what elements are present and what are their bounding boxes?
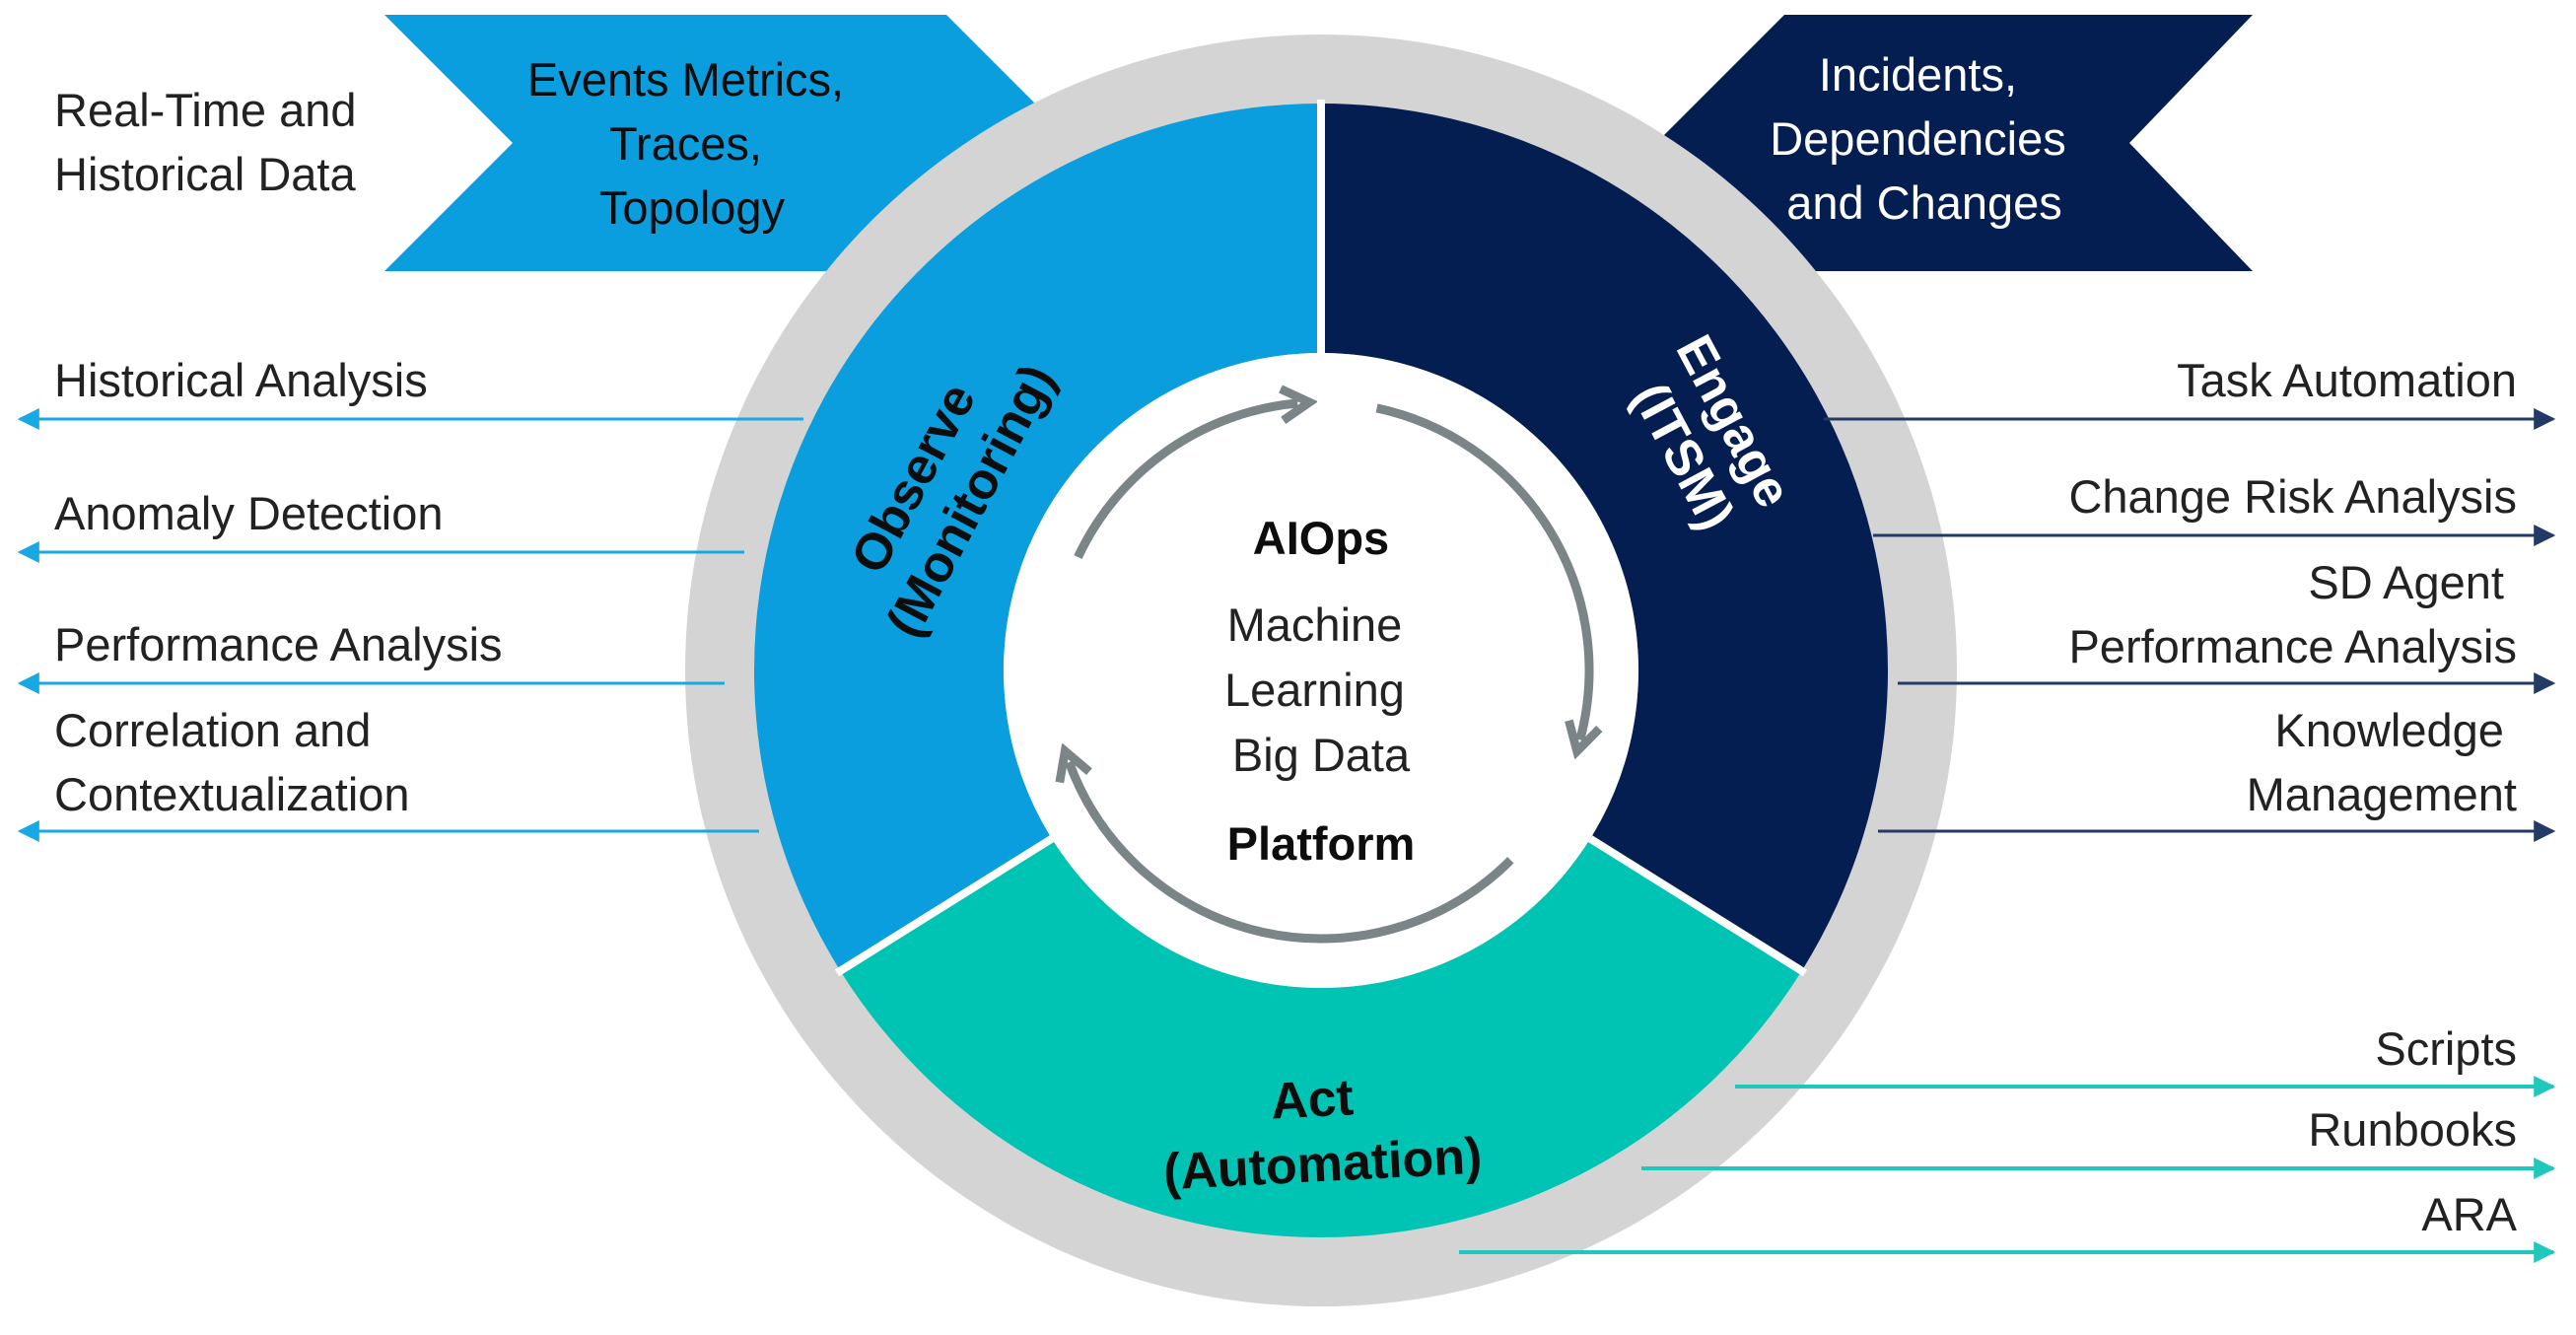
act-output-label: Runbooks — [2308, 1103, 2517, 1156]
banner-right-text: Incidents, Dependencies and Changes — [1770, 48, 2079, 229]
right-output-label: Change Risk Analysis — [2068, 470, 2517, 523]
core-line: Machine — [1227, 598, 1403, 651]
right-output-line: Management — [2247, 768, 2517, 820]
separator-left — [834, 835, 1055, 977]
left-output-line: Anomaly Detection — [54, 487, 443, 539]
act-title: Act — [1270, 1069, 1356, 1130]
act-output-label: Scripts — [2375, 1022, 2517, 1075]
cycle-arrow-bottom — [1069, 762, 1514, 944]
realtime-historical-label: Real-Time and Historical Data — [54, 84, 370, 200]
banner-left-line: Events Metrics, — [527, 53, 844, 105]
act-output-line: Runbooks — [2308, 1103, 2517, 1156]
act-output-line: Scripts — [2375, 1022, 2517, 1075]
right-outputs: Task Automation Change Risk Analysis SD … — [1824, 354, 2556, 842]
left-output-line: Performance Analysis — [54, 618, 503, 670]
banner-right-line: Incidents, — [1819, 48, 2017, 101]
right-output-line: SD Agent — [2308, 556, 2504, 608]
core-line: Learning — [1224, 664, 1405, 716]
banner-left-line: Topology — [599, 181, 786, 234]
banner-right-line: Dependencies — [1770, 112, 2066, 165]
act-output-label: ARA — [2421, 1188, 2517, 1240]
core-footer: Platform — [1227, 817, 1416, 870]
left-output-label: Correlation and Contextualization — [54, 704, 410, 820]
banner-left-line: Traces, — [609, 117, 762, 170]
right-output-label: Task Automation — [2177, 354, 2517, 406]
left-output-line: Contextualization — [54, 768, 410, 820]
left-output-line: Correlation and — [54, 704, 371, 756]
act-output-line: ARA — [2421, 1188, 2517, 1240]
separator-right — [1587, 835, 1808, 977]
cycle-arrow-right — [1375, 403, 1589, 739]
core-circle — [1004, 353, 1638, 988]
core-line: Big Data — [1232, 729, 1411, 781]
segment-act[interactable] — [840, 838, 1802, 1237]
banner-right-line: and Changes — [1786, 176, 2062, 229]
right-output-label: Knowledge Management — [2247, 704, 2517, 820]
core-body: Machine Learning Big Data — [1224, 598, 1418, 781]
banner-right-shape — [1656, 15, 2253, 271]
left-output-label: Anomaly Detection — [54, 487, 443, 539]
core-title: AIOps — [1253, 512, 1389, 564]
left-output-line: Historical Analysis — [54, 354, 428, 406]
left-output-label: Historical Analysis — [54, 354, 428, 406]
realtime-historical-line: Historical Data — [54, 148, 356, 200]
right-output-line: Knowledge — [2274, 704, 2504, 756]
right-output-line: Change Risk Analysis — [2068, 470, 2517, 523]
right-output-line: Task Automation — [2177, 354, 2517, 406]
segment-engage[interactable] — [1321, 104, 1889, 971]
act-outputs: Scripts Runbooks ARA — [1459, 1022, 2556, 1263]
cycle-arrow-top — [1074, 403, 1297, 559]
realtime-historical-line: Real-Time and — [54, 84, 357, 136]
left-outputs: Historical Analysis Anomaly Detection Pe… — [17, 354, 803, 842]
right-output-line: Performance Analysis — [2068, 620, 2517, 672]
banner-left-text: Events Metrics, Traces, Topology — [527, 53, 857, 234]
left-output-label: Performance Analysis — [54, 618, 503, 670]
segment-observe[interactable] — [754, 104, 1321, 971]
right-output-label: SD Agent Performance Analysis — [2068, 556, 2517, 672]
